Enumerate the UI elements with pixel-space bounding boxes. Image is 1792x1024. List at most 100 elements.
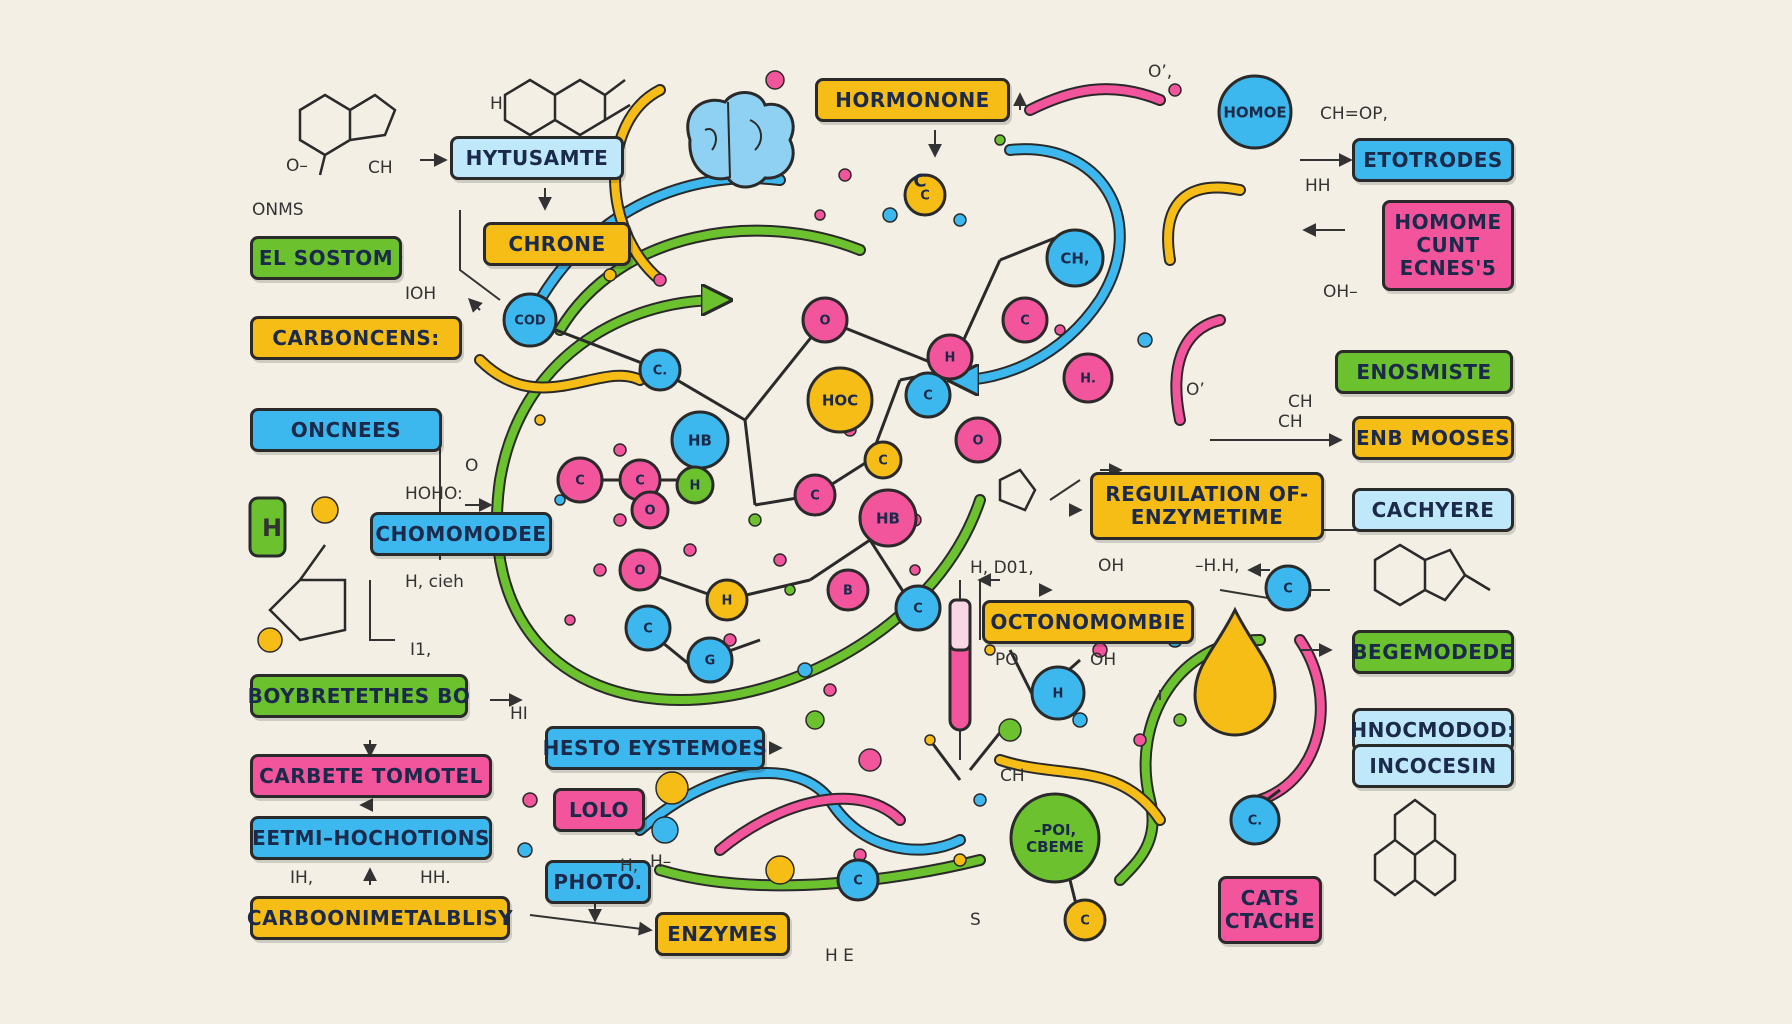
label-eetmi: EETMI–HOCHOTIONS — [250, 816, 492, 860]
note-ioh: IOH — [405, 284, 437, 304]
note-oh-right: OH– — [1323, 282, 1358, 302]
atom-c9: C — [624, 604, 672, 652]
note-homo: HOHO: — [405, 484, 463, 504]
label-oncnees: ONCNEES — [250, 408, 442, 452]
atom-label: O — [972, 434, 983, 449]
atom-label: C. — [653, 364, 667, 379]
label-cats-ctache: CATS CTACHE — [1218, 876, 1322, 944]
atom-label: –POI, — [1034, 821, 1077, 839]
atom-b1: B — [826, 568, 870, 612]
atom-h4: H — [705, 578, 749, 622]
label-cachyere: CACHYERE — [1352, 488, 1514, 532]
atom-label: HB — [876, 509, 900, 527]
note-s-low: S — [970, 910, 981, 930]
atom-h-center: H — [1030, 665, 1086, 721]
atom-label: B — [843, 584, 853, 599]
atom-c10: C — [836, 858, 880, 902]
atom-homoe: HOMOE — [1217, 74, 1293, 150]
atom-label: H — [722, 594, 733, 609]
skeleton-bottom-right — [1373, 798, 1457, 897]
note-o-small: O — [465, 456, 479, 476]
atom-c2: C — [1001, 296, 1049, 344]
label-enb-mooses: ENB MOOSES — [1352, 416, 1514, 460]
note-hi: HI — [510, 704, 528, 724]
note-h-mark: H — [262, 514, 283, 542]
atom-c1: C. — [638, 348, 682, 392]
atom-c3: C — [904, 371, 952, 419]
label-chrone: CHRONE — [483, 222, 631, 266]
note-h-low2: H– — [650, 852, 672, 872]
atom-label: O — [819, 314, 830, 329]
label-carboncens: CARBONCENS: — [250, 316, 462, 360]
note-od: O’ — [1186, 380, 1205, 400]
atom-label: O — [644, 504, 655, 519]
atom-label: CBEME — [1026, 838, 1084, 856]
atom-o2: O — [954, 416, 1002, 464]
label-lolo: LOLO — [553, 788, 645, 832]
skeleton-left — [268, 544, 347, 642]
atom-label: C — [1020, 314, 1030, 329]
note-ch-op: CH=OP, — [1320, 104, 1388, 124]
atom-h2: H. — [1062, 352, 1114, 404]
atom-cod: COD — [502, 292, 558, 348]
atom-hoc: HOC — [806, 366, 874, 434]
atom-o3: O — [630, 490, 670, 530]
atom-ch-big: CH, — [1045, 228, 1105, 288]
connector-arrows — [359, 92, 1353, 936]
atom-label: C — [913, 170, 926, 191]
note-oh-mid: OH — [1098, 556, 1125, 576]
note-hh-left2: HH. — [420, 868, 451, 888]
atom-c-top: C — [903, 173, 947, 217]
atom-label: H — [945, 351, 956, 366]
atom-c6: C — [793, 473, 837, 517]
note-o-left: O– — [286, 156, 308, 176]
note-ch-mid2: CH — [1278, 412, 1303, 432]
label-carbete: CARBETE TOMOTEL — [250, 754, 492, 798]
note-po: PO — [995, 650, 1019, 670]
note-e-low: H E — [825, 946, 854, 966]
atom-o1: O — [801, 296, 849, 344]
atom-label: C — [878, 454, 888, 469]
atom-c-bottom: C — [913, 170, 926, 191]
atom-label: C — [635, 474, 645, 489]
h-vial — [248, 496, 287, 558]
label-carbonimetal: CARBOONIMETALBLISY — [247, 896, 513, 940]
note-hh: HH — [1305, 176, 1331, 196]
atom-g1: G — [686, 636, 734, 684]
note-h-low: H, — [620, 856, 639, 876]
atom-label: H. — [1080, 372, 1096, 387]
test-tube — [948, 598, 972, 732]
atom-label: H — [690, 479, 701, 494]
note-ch-mid: CH — [1288, 392, 1313, 412]
atom-label: C — [810, 489, 820, 504]
note-i1: I1, — [410, 640, 432, 660]
note-h-d01: H, D01, — [970, 558, 1034, 578]
atom-label: C — [1283, 582, 1293, 597]
hormone-droplet — [1193, 606, 1277, 737]
note-hh-left: IH, — [290, 868, 314, 888]
label-octonomombie: OCTONOMOMBIE — [982, 600, 1194, 644]
atom-label: HOC — [822, 391, 858, 409]
atom-label: C — [853, 874, 863, 889]
atom-c11: C — [1063, 898, 1107, 942]
atom-hb2: HB — [858, 488, 918, 548]
label-regulation: REGUILATION OF-ENZYMETIME — [1090, 472, 1324, 540]
label-hesto: HESTO EYSTEMOES — [543, 726, 767, 770]
skeleton-right — [1373, 543, 1491, 607]
label-chomomodee: CHOMOMODEE — [370, 512, 552, 556]
atom-label: C — [1080, 914, 1090, 929]
atom-label: C. — [1248, 814, 1262, 829]
note-onms: ONMS — [252, 200, 304, 220]
label-photo: PHOTO. — [545, 860, 651, 904]
atom-label: COD — [514, 314, 546, 329]
atom-label: G — [705, 654, 716, 669]
atom-label: CH, — [1060, 249, 1089, 267]
note-oh-po: OH — [1090, 650, 1117, 670]
skeleton-mid-right — [998, 468, 1037, 512]
label-begemodede: BEGEMODEDE — [1352, 630, 1514, 674]
note-h-h: –H.H, — [1195, 556, 1240, 576]
atom-label: C — [913, 602, 923, 617]
label-el-sostom: EL SOSTOM — [250, 236, 402, 280]
